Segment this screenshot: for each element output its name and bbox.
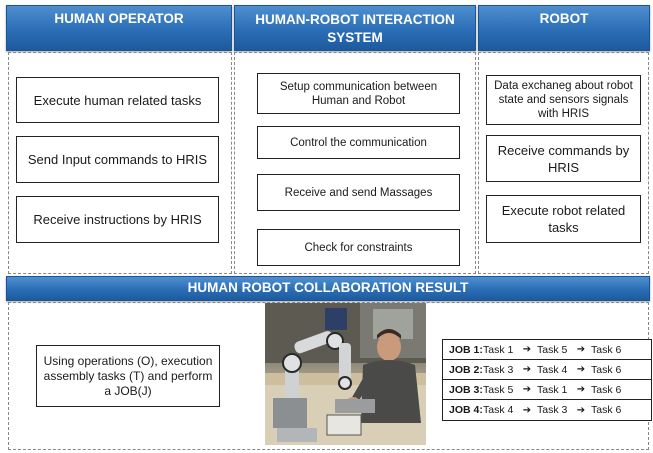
header-human-operator: HUMAN OPERATOR	[6, 5, 232, 51]
hris-column	[234, 52, 476, 274]
human-task-box-3: Receive instructions by HRIS	[16, 196, 219, 243]
collaboration-photo-illustration	[265, 303, 426, 445]
hris-task-box-4: Check for constraints	[257, 229, 460, 266]
job-label: JOB 4:	[449, 404, 483, 416]
job-row: JOB 2:Task 3 ➔ Task 4 ➔ Task 6	[443, 360, 651, 380]
arrow-right-icon: ➔	[522, 404, 532, 416]
robot-task-box-2: Receive commands by HRIS	[486, 135, 641, 182]
job-label: JOB 3:	[449, 383, 483, 396]
arrow-right-icon: ➔	[576, 384, 586, 395]
job-task: Task 6	[591, 343, 622, 356]
arrow-right-icon: ➔	[522, 364, 532, 375]
job-label: JOB 1:	[449, 343, 483, 356]
job-task: Task 6	[591, 404, 622, 416]
job-row: JOB 4:Task 4 ➔ Task 3 ➔ Task 6	[443, 400, 651, 420]
hris-task-box-2: Control the communication	[257, 126, 460, 159]
human-task-box-1: Execute human related tasks	[16, 77, 219, 123]
robot-task-box-3: Execute robot related tasks	[486, 195, 641, 243]
job-label: JOB 2:	[449, 363, 483, 376]
job-task: Task 1	[483, 343, 514, 356]
job-task: Task 6	[591, 363, 622, 376]
result-description-box: Using operations (O), execution assembly…	[36, 345, 220, 407]
human-operator-column	[8, 52, 232, 274]
arrow-right-icon: ➔	[522, 344, 532, 355]
job-task: Task 6	[591, 383, 622, 396]
header-hris: HUMAN-ROBOT INTERACTION SYSTEM	[234, 5, 476, 51]
arrow-right-icon: ➔	[576, 404, 586, 416]
header-result: HUMAN ROBOT COLLABORATION RESULT	[6, 276, 650, 301]
job-task: Task 4	[483, 404, 514, 416]
robot-column	[478, 52, 649, 274]
robot-task-box-1: Data exchaneg about robot state and sens…	[486, 75, 641, 125]
hris-task-box-3: Receive and send Massages	[257, 174, 460, 211]
human-task-box-2: Send Input commands to HRIS	[16, 136, 219, 183]
collaboration-photo	[265, 303, 426, 445]
hris-task-box-1: Setup communication between Human and Ro…	[257, 73, 460, 114]
job-task: Task 5	[537, 343, 568, 356]
job-row: JOB 1:Task 1 ➔ Task 5 ➔ Task 6	[443, 340, 651, 360]
job-task: Task 3	[537, 404, 568, 416]
job-task: Task 1	[537, 383, 568, 396]
job-row: JOB 3:Task 5 ➔ Task 1 ➔ Task 6	[443, 380, 651, 400]
job-task: Task 5	[483, 383, 514, 396]
header-robot: ROBOT	[478, 5, 650, 51]
arrow-right-icon: ➔	[576, 344, 586, 355]
arrow-right-icon: ➔	[576, 364, 586, 375]
job-task: Task 3	[483, 363, 514, 376]
arrow-right-icon: ➔	[522, 384, 532, 395]
job-task: Task 4	[537, 363, 568, 376]
